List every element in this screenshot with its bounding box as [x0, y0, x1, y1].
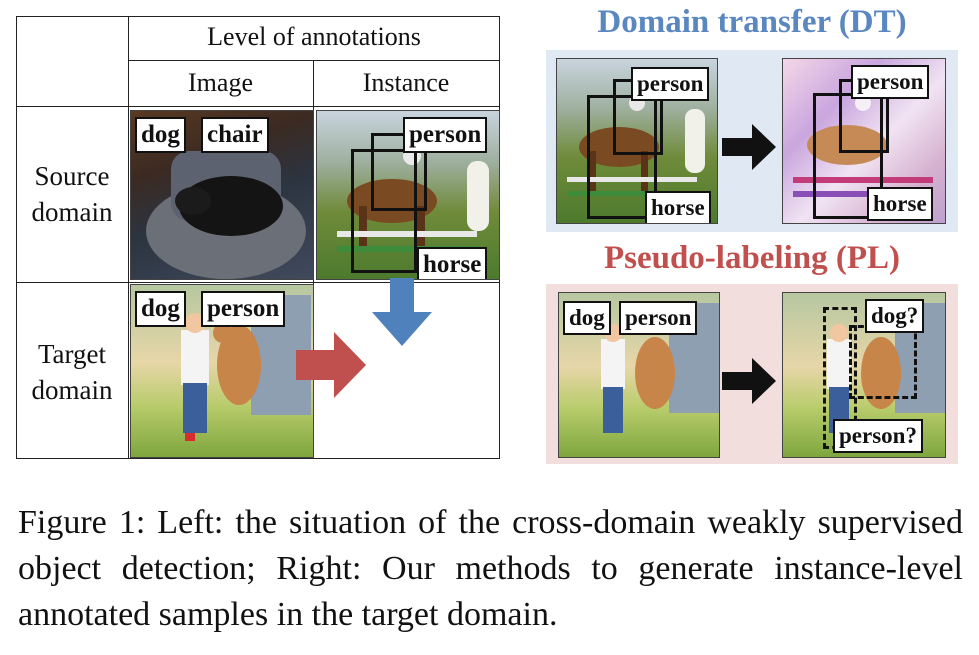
header-instance: Instance	[362, 68, 450, 97]
label-horse: horse	[417, 247, 488, 279]
table-rule	[16, 282, 500, 283]
bbox-horse	[813, 93, 883, 219]
table-rule	[128, 60, 500, 61]
label-dog: dog	[563, 301, 611, 335]
annotation-table: Level of annotations Image Instance Sour…	[16, 16, 500, 459]
table-rule	[128, 16, 129, 459]
label-person: person	[403, 117, 488, 153]
label-horse: horse	[867, 187, 933, 221]
horse-jump-illustration	[567, 95, 705, 196]
source-image-dog-chair: dog chair	[130, 110, 314, 280]
dt-title: Domain transfer (DT)	[597, 4, 907, 40]
label-person: person	[201, 291, 286, 327]
pl-output-dog-person: dog? person?	[782, 292, 946, 458]
label-person: person	[851, 65, 930, 99]
label-person: person	[619, 301, 698, 335]
bbox-horse	[351, 149, 417, 273]
dt-translated-horse: person horse	[782, 58, 946, 224]
pl-input-dog-person: dog person	[558, 292, 720, 458]
label-horse: horse	[645, 191, 711, 223]
right-arrow-icon	[296, 332, 366, 398]
target-image-dog-person: dog person	[130, 284, 314, 458]
bbox-person	[371, 133, 427, 211]
label-dog-question: dog?	[865, 299, 925, 333]
stylized-horse-illustration	[793, 95, 933, 197]
header-level-of-annotations: Level of annotations	[207, 22, 421, 51]
row-label-source-domain: Source domain	[31, 161, 113, 227]
table-rule	[16, 16, 128, 17]
label-person: person	[631, 67, 710, 101]
figure-caption: Figure 1: Left: the situation of the cro…	[18, 504, 963, 633]
table-rule	[16, 458, 500, 459]
dog-chair-illustration	[146, 151, 306, 279]
dt-source-horse: person horse	[556, 58, 718, 224]
label-dog: dog	[135, 291, 186, 327]
table-rule	[16, 16, 17, 459]
table-rule	[128, 16, 500, 17]
label-chair: chair	[201, 117, 269, 153]
bbox-horse	[587, 95, 657, 219]
row-label-target-domain: Target domain	[31, 339, 113, 405]
down-arrow-icon	[372, 278, 432, 346]
right-arrow-icon	[722, 358, 776, 404]
label-person-question: person?	[833, 419, 923, 453]
pl-title: Pseudo-labeling (PL)	[603, 240, 901, 276]
right-arrow-icon	[722, 124, 776, 170]
label-dog: dog	[135, 117, 186, 153]
header-image: Image	[188, 68, 253, 97]
source-instance-horse: person horse	[316, 110, 500, 280]
table-rule	[16, 106, 500, 107]
pseudo-bbox-dog	[849, 325, 917, 399]
